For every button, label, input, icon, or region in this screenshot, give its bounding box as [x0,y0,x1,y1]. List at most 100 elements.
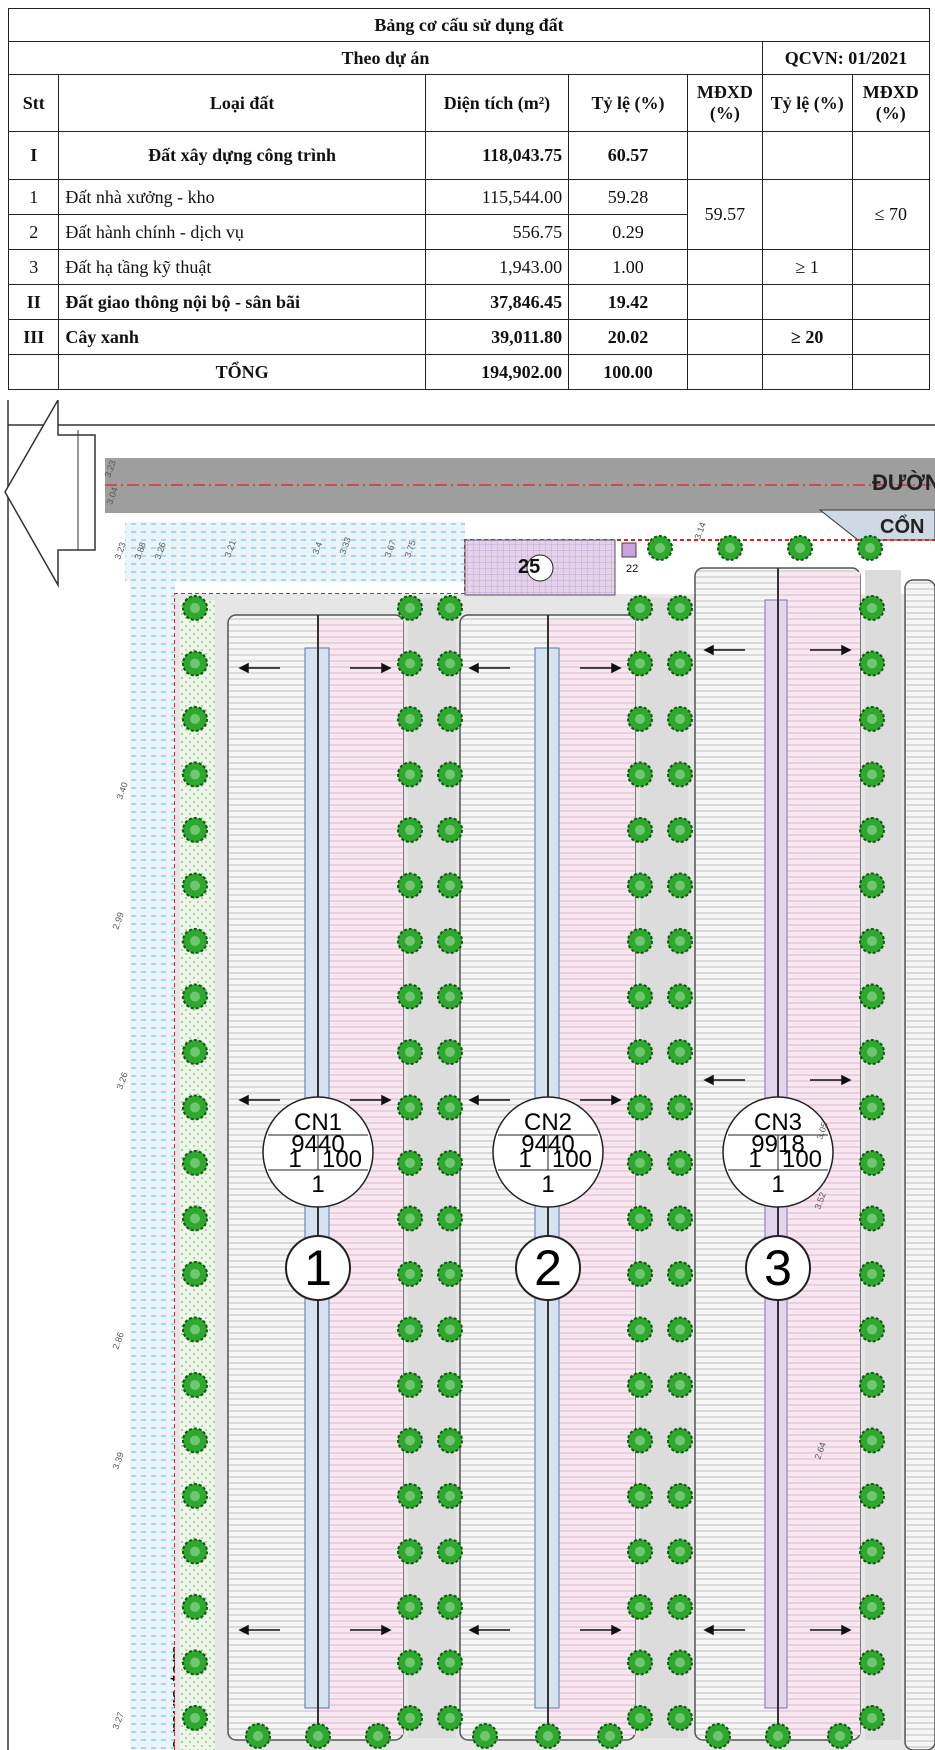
tree-icon [437,1150,463,1176]
svg-text:22: 22 [626,563,638,575]
tree-icon [627,1150,653,1176]
tree-icon [627,1205,653,1232]
tree-icon [859,1316,885,1343]
factory-label-cn1: CN1 9440 1 100 1 1 [262,1096,374,1301]
project-header: Theo dự án [8,41,763,75]
tree-icon [182,1039,208,1065]
col-std-density: MĐXD (%) [851,74,931,132]
tree-icon [667,1150,693,1176]
tree-icon [437,817,463,843]
tree-icon [859,1538,885,1565]
svg-text:1: 1 [748,1146,761,1173]
tree-icon [667,1372,693,1398]
tree-icon [397,1649,423,1676]
tree-icon [859,928,885,954]
svg-text:2: 2 [534,1240,562,1296]
tree-icon [627,1594,653,1620]
svg-text:9918: 9918 [751,1131,804,1158]
table-title: Bảng cơ cấu sử dụng đất [8,8,930,42]
tree-icon [717,535,743,561]
tree-icon [859,983,885,1010]
tree-icon [627,983,653,1010]
tree-icon [859,595,885,621]
tree-icon [627,817,653,843]
tree-icon [182,1649,208,1676]
tree-icon [182,1205,208,1232]
svg-text:1: 1 [311,1171,324,1198]
elevation-label: 3.14 [692,521,707,541]
tree-icon [627,1094,653,1121]
tree-icon [627,872,653,899]
svg-text:1: 1 [304,1240,332,1296]
tree-icon [182,872,208,899]
col-density: MĐXD (%) [686,74,763,132]
tree-icon [667,706,693,732]
col-land-type: Loại đất [58,74,426,132]
tree-icon [182,817,208,843]
elevation-label: 3.27 [110,1711,125,1731]
tree-icon [182,983,208,1010]
col-ratio: Tỷ lệ (%) [568,74,688,132]
tree-icon [182,706,208,732]
tree-icon [765,1723,791,1749]
std-density: ≤ 70 [851,179,931,250]
tree-icon [437,872,463,899]
direction-arrow-icon [4,400,96,588]
tree-icon [859,1205,885,1232]
tree-icon [182,650,208,677]
tree-icon [859,1427,885,1454]
col-stt: Stt [7,74,60,132]
tree-icon [647,535,673,561]
tree-icon [182,1705,208,1731]
tree-icon [397,872,423,899]
tree-icon [472,1723,498,1749]
tree-icon [667,817,693,843]
tree-icon [245,1723,271,1749]
table-row-total: TỔNG 194,902.00 100.00 [7,354,931,390]
tree-icon [667,1483,693,1509]
elevation-label: 2.99 [110,911,125,931]
tree-icon [397,650,423,677]
tree-icon [667,983,693,1010]
tree-icon [667,1094,693,1121]
tree-icon [397,1427,423,1454]
tree-icon [437,1538,463,1565]
tree-icon [667,1427,693,1454]
tree-icon [627,595,653,621]
tree-icon [535,1723,561,1749]
tree-icon [437,1705,463,1731]
tree-icon [182,1427,208,1454]
tree-icon [437,983,463,1010]
tree-icon [397,1372,423,1398]
tree-icon [182,595,208,621]
tree-icon [182,1483,208,1509]
tree-icon [182,761,208,788]
tree-icon [787,535,813,561]
tree-icon [627,650,653,677]
tree-icon [859,817,885,843]
tree-icon [437,1427,463,1454]
table-row: II Đất giao thông nội bộ - sân bãi 37,84… [7,284,931,320]
tree-icon [397,1150,423,1176]
tree-icon [397,817,423,843]
tree-icon [667,872,693,899]
tree-icon [365,1723,391,1749]
tree-icon [397,1094,423,1121]
table-row: I Đất xây dựng công trình 118,043.75 60.… [7,131,931,180]
tree-icon [859,1705,885,1731]
tree-icon [437,1649,463,1676]
tree-icon [182,928,208,954]
tree-icon [859,1039,885,1065]
tree-icon [627,1372,653,1398]
tree-icon [859,1372,885,1398]
table-row: 1 Đất nhà xưởng - kho 115,544.00 59.28 5… [7,179,931,250]
tree-icon [627,1705,653,1731]
elevation-label: 3.39 [110,1451,125,1471]
std-ratio-infra: ≥ 1 [761,249,853,285]
svg-text:CN3: CN3 [754,1109,802,1136]
tree-icon [397,706,423,732]
tree-icon [437,1039,463,1065]
tree-icon [859,1649,885,1676]
tree-icon [859,1483,885,1509]
tree-icon [627,1316,653,1343]
